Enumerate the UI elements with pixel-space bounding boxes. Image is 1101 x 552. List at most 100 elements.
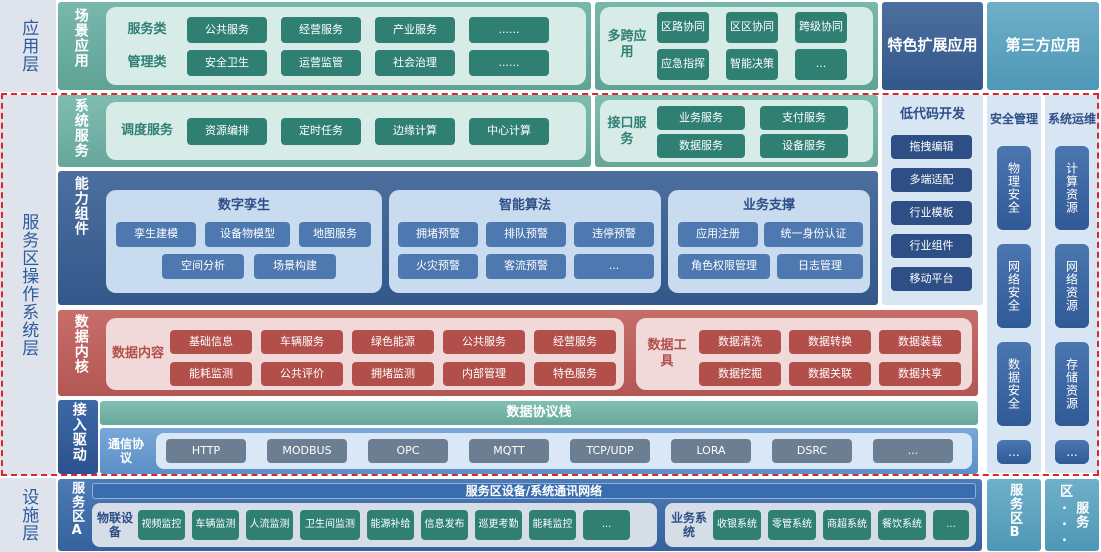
scene-chip[interactable]: 运营监管 — [281, 50, 361, 76]
interface-chip[interactable]: 支付服务 — [760, 106, 848, 130]
iot-chip[interactable]: 信息发布 — [421, 510, 468, 540]
biz-chip[interactable]: ... — [933, 510, 969, 540]
security-item-more[interactable]: ... — [997, 440, 1031, 464]
security-item[interactable]: 数据安全 — [997, 342, 1031, 426]
iot-chip[interactable]: 车辆监测 — [192, 510, 239, 540]
protocol-chip[interactable]: HTTP — [166, 439, 246, 463]
data-tools-chip[interactable]: 数据挖掘 — [699, 362, 781, 386]
cross-chip[interactable]: 跨级协同 — [795, 12, 847, 43]
data-tools-chip[interactable]: 数据装载 — [879, 330, 961, 354]
scene-chip[interactable]: 社会治理 — [375, 50, 455, 76]
biz-chip[interactable]: 收银系统 — [713, 510, 761, 540]
scene-chip[interactable]: ...... — [469, 17, 549, 43]
biz-chip[interactable]: 餐饮系统 — [878, 510, 926, 540]
capability-chip[interactable]: 应用注册 — [678, 222, 758, 247]
cross-chip[interactable]: 应急指挥 — [657, 49, 709, 80]
capability-chip[interactable]: 日志管理 — [777, 254, 863, 279]
cross-chip[interactable]: 区路协同 — [657, 12, 709, 43]
protocol-chip[interactable]: MQTT — [469, 439, 549, 463]
scene-chip[interactable]: 公共服务 — [187, 17, 267, 43]
protocol-chip[interactable]: DSRC — [772, 439, 852, 463]
protocol-chip[interactable]: OPC — [368, 439, 448, 463]
comm-label: 通信协议 — [107, 436, 144, 465]
capability-chip[interactable]: 火灾预警 — [398, 254, 478, 279]
iot-chip[interactable]: 能源补给 — [367, 510, 414, 540]
dispatch-chip[interactable]: 中心计算 — [469, 118, 549, 145]
dispatch-chip[interactable]: 边缘计算 — [375, 118, 455, 145]
protocol-chip[interactable]: LORA — [671, 439, 751, 463]
ops-item[interactable]: 网络资源 — [1055, 244, 1089, 328]
capability-chip[interactable]: 地图服务 — [299, 222, 371, 247]
scene-chip[interactable]: 安全卫生 — [187, 50, 267, 76]
interface-chip[interactable]: 设备服务 — [760, 134, 848, 158]
data-tools-chip[interactable]: 数据关联 — [789, 362, 871, 386]
capability-group-title: 业务支撑 — [742, 198, 795, 214]
scene-chip[interactable]: 经营服务 — [281, 17, 361, 43]
lowcode-chip[interactable]: 拖拽编辑 — [891, 135, 972, 159]
data-content-chip[interactable]: 特色服务 — [534, 362, 616, 386]
capability-chip[interactable]: 拥堵预警 — [398, 222, 478, 247]
data-content-chip[interactable]: 公共服务 — [443, 330, 525, 354]
iot-chip[interactable]: 视频监控 — [138, 510, 185, 540]
interface-chip[interactable]: 数据服务 — [657, 134, 745, 158]
capability-chip[interactable]: 场景构建 — [254, 254, 336, 279]
iot-chip[interactable]: 能耗监控 — [529, 510, 576, 540]
data-content-chip[interactable]: 车辆服务 — [261, 330, 343, 354]
ops-item-more[interactable]: ... — [1055, 440, 1089, 464]
capability-chip[interactable]: 统一身份认证 — [764, 222, 863, 247]
capability-chip[interactable]: 客流预警 — [486, 254, 566, 279]
iot-chip[interactable]: 巡更考勤 — [475, 510, 522, 540]
data-content-chip[interactable]: 绿色能源 — [352, 330, 434, 354]
data-tools-chip[interactable]: 数据清洗 — [699, 330, 781, 354]
protocol-stack-bar — [100, 401, 978, 425]
data-tools-chip[interactable]: 数据转换 — [789, 330, 871, 354]
protocol-chip[interactable]: MODBUS — [267, 439, 347, 463]
lowcode-chip[interactable]: 行业组件 — [891, 234, 972, 258]
iot-chip[interactable]: ... — [583, 510, 630, 540]
biz-chip[interactable]: 商超系统 — [823, 510, 871, 540]
scene-chip[interactable]: 产业服务 — [375, 17, 455, 43]
data-content-chip[interactable]: 能耗监测 — [170, 362, 252, 386]
data-content-chip[interactable]: 公共评价 — [261, 362, 343, 386]
protocol-chip[interactable]: TCP/UDP — [570, 439, 650, 463]
cross-chip[interactable]: 区区协同 — [726, 12, 778, 43]
zone-more-title-text: 服务区... — [1057, 484, 1089, 546]
data-content-chip[interactable]: 内部管理 — [443, 362, 525, 386]
lowcode-title: 低代码开发 — [899, 107, 965, 123]
security-item[interactable]: 物理安全 — [997, 146, 1031, 230]
layer-label-app: 应用层 — [0, 0, 56, 92]
system-service-title: 系统服务 — [62, 98, 98, 164]
capability-chip[interactable]: 空间分析 — [162, 254, 244, 279]
lowcode-chip[interactable]: 移动平台 — [891, 267, 972, 291]
ops-item-text: 网络资源 — [1064, 260, 1079, 312]
biz-chip[interactable]: 零管系统 — [768, 510, 816, 540]
lowcode-chip[interactable]: 行业模板 — [891, 201, 972, 225]
zone-a-title-text: 服务区A — [69, 481, 85, 539]
cross-chip[interactable]: ... — [795, 49, 847, 80]
lowcode-chip[interactable]: 多端适配 — [891, 168, 972, 192]
capability-chip[interactable]: 违停预警 — [574, 222, 654, 247]
ops-item[interactable]: 计算资源 — [1055, 146, 1089, 230]
ops-item[interactable]: 存储资源 — [1055, 342, 1089, 426]
security-item[interactable]: 网络安全 — [997, 244, 1031, 328]
dispatch-chip[interactable]: 定时任务 — [281, 118, 361, 145]
data-content-chip[interactable]: 拥堵监测 — [352, 362, 434, 386]
scene-chip[interactable]: ...... — [469, 50, 549, 76]
capability-chip[interactable]: 排队预警 — [486, 222, 566, 247]
data-tools-chip[interactable]: 数据共享 — [879, 362, 961, 386]
dispatch-chip[interactable]: 资源编排 — [187, 118, 267, 145]
iot-chip[interactable]: 卫生间监测 — [300, 510, 360, 540]
capability-chip[interactable]: ... — [574, 254, 654, 279]
iot-chip[interactable]: 人流监测 — [246, 510, 293, 540]
data-content-chip[interactable]: 经营服务 — [534, 330, 616, 354]
capability-chip[interactable]: 孪生建模 — [116, 222, 196, 247]
data-content-chip[interactable]: 基础信息 — [170, 330, 252, 354]
capability-chip[interactable]: 角色权限管理 — [678, 254, 770, 279]
security-item-text: 物理安全 — [1006, 162, 1021, 214]
biz-panel — [665, 503, 976, 547]
interface-chip[interactable]: 业务服务 — [657, 106, 745, 130]
capability-chip[interactable]: 设备物模型 — [205, 222, 290, 247]
protocol-chip[interactable]: ... — [873, 439, 953, 463]
cross-chip[interactable]: 智能决策 — [726, 49, 778, 80]
ops-title: 系统运维 — [1047, 111, 1096, 126]
